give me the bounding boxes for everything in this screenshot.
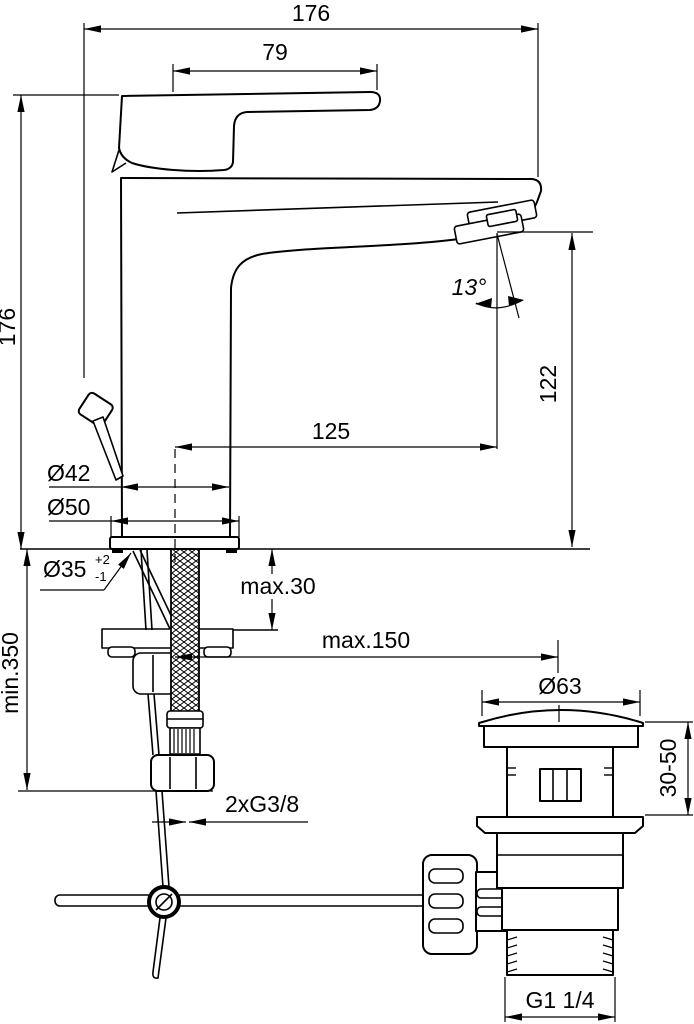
waste-locking-ring — [476, 816, 644, 834]
pivot-slot — [155, 893, 173, 911]
dim-waste-flange-diameter: Ø63 — [481, 673, 641, 722]
mounting-stud — [146, 549, 153, 631]
mounting-hardware — [101, 549, 234, 695]
waste-lower-body — [501, 887, 619, 931]
clamp-foot-left — [107, 646, 136, 658]
overflow-window — [539, 768, 582, 802]
dim-spout-outlet-height-label: 122 — [535, 365, 561, 403]
dim-waste-thread: G1 1/4 — [504, 977, 616, 1022]
label-bg — [233, 574, 325, 599]
body-chamfer-line — [176, 201, 499, 214]
dim-waste-rod-reach: max.150 — [175, 627, 559, 673]
mounting-stud — [140, 549, 147, 631]
dim-waste-adjust-range-label: 30-50 — [655, 739, 681, 798]
clamp-foot-right — [203, 646, 232, 658]
dim-spout-angle: 13° — [452, 233, 524, 319]
dim-deck-thickness: max.30 — [233, 549, 325, 630]
knurl-slot — [428, 918, 464, 934]
hose-connection-nut — [150, 754, 215, 792]
braided-hose — [170, 548, 200, 713]
waste-upper-body — [506, 746, 614, 818]
faucet-outline — [77, 91, 543, 553]
spout-aerator — [453, 199, 538, 245]
dim-waste-adjust-range: 30-50 — [645, 721, 693, 816]
waste-tailpiece — [506, 929, 614, 976]
dim-overall-width: 176 — [83, 0, 539, 378]
lever-handle — [118, 91, 382, 172]
dim-waste-thread-label: G1 1/4 — [525, 987, 594, 1013]
dim-handle-length-label: 79 — [262, 39, 288, 65]
pop-up-rod — [153, 693, 160, 756]
aerator-inner — [485, 208, 519, 228]
base-plate-nub-right — [226, 549, 237, 553]
dim-mounting-hole-tol-plus: +2 — [95, 552, 110, 567]
dim-mounting-hole-tol-minus: -1 — [95, 569, 107, 584]
pop-up-knob-stem — [92, 416, 124, 481]
knurl-slot — [428, 868, 464, 884]
dim-spout-reach: 125 — [174, 233, 498, 562]
dim-base-diameter-label: Ø50 — [47, 494, 90, 520]
hose-corrugation — [169, 727, 201, 755]
pop-up-rod — [161, 790, 170, 888]
base-plate-nub-left — [112, 549, 123, 553]
dim-waste-flange-diameter-label: Ø63 — [538, 673, 581, 699]
dim-supply-connection-label: 2xG3/8 — [225, 791, 299, 817]
dim-deck-thickness-label: max.30 — [240, 573, 315, 599]
dim-handle-length: 79 — [172, 39, 378, 92]
hose-corrugation-ribs — [173, 729, 195, 753]
tailpiece-thread-marks — [506, 936, 614, 973]
dim-mounting-hole: Ø35 +2 -1 — [40, 552, 132, 591]
pop-up-rod — [147, 693, 154, 756]
handle-underside-wedge — [111, 149, 127, 173]
dim-waste-rod-reach-label: max.150 — [322, 627, 410, 653]
pop-up-pull-rod-upper — [132, 550, 171, 630]
clamp-plate — [101, 628, 234, 649]
pop-up-knob — [77, 391, 114, 427]
waste-flange-cap — [478, 709, 644, 727]
dim-overall-height-label: 176 — [0, 308, 20, 346]
knurl-slot — [428, 893, 464, 909]
dim-hose-length-min-label: min.350 — [0, 632, 23, 714]
waste-drain-assembly — [422, 709, 644, 976]
pivot-joint-inner — [155, 893, 173, 911]
dim-spout-angle-label: 13° — [452, 274, 487, 300]
dim-body-diameter-label: Ø42 — [47, 460, 90, 486]
waste-body-notches — [507, 767, 613, 776]
dim-hose-length-min: min.350 — [0, 549, 213, 792]
waste-flange-ring — [483, 725, 639, 748]
supply-hose — [150, 548, 215, 792]
pop-up-rod-lower — [152, 917, 167, 979]
dim-mounting-hole-label: Ø35 — [43, 556, 86, 582]
dim-spout-outlet-height: 122 — [497, 231, 593, 547]
horizontal-lever-rod — [54, 894, 431, 907]
dim-spout-reach-label: 125 — [312, 418, 350, 444]
pop-up-rod — [155, 790, 164, 888]
angle-arrow-left — [475, 298, 492, 308]
angle-arrow-right — [508, 296, 524, 306]
dim-supply-connection: 2xG3/8 — [152, 791, 308, 826]
dim-base-diameter: Ø50 — [47, 494, 240, 537]
pop-up-rod-linkage — [54, 693, 431, 979]
dim-overall-width-label: 176 — [292, 0, 330, 26]
waste-mid-body — [496, 832, 624, 889]
dim-overall-height: 176 — [0, 94, 119, 549]
